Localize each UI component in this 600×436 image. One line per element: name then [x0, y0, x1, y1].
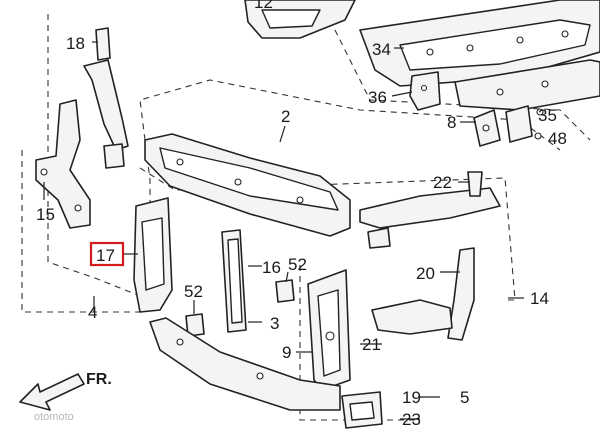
bolt-22	[467, 171, 483, 197]
label-34: 34	[372, 40, 391, 59]
label-21: 21	[362, 335, 381, 354]
label-12: 12	[254, 0, 273, 12]
label-8: 8	[447, 113, 456, 132]
label-4: 4	[88, 303, 97, 322]
stay-18-long	[83, 59, 129, 151]
frame-rail-12-inner	[261, 9, 321, 29]
upper-frame-rails	[244, 0, 600, 111]
outline-bulkhead	[139, 167, 516, 301]
label-22: 22	[433, 173, 452, 192]
label-23: 23	[402, 410, 421, 429]
clip-22-lower	[367, 227, 391, 249]
bracket-35	[505, 105, 533, 143]
part-labels: 12 18 34 36 2 8 35 48 15 22 17 16 52 20 …	[36, 0, 567, 429]
bracket-15	[35, 99, 91, 229]
frame-rail-34-lower	[454, 59, 600, 111]
label-17: 17	[96, 246, 115, 265]
bracket-18	[95, 27, 111, 61]
label-15: 15	[36, 205, 55, 224]
clip-48	[536, 108, 544, 116]
front-arrow-label: FR.	[86, 371, 112, 388]
label-3: 3	[270, 314, 279, 333]
label-19: 19	[402, 388, 421, 407]
front-arrow-icon	[19, 373, 85, 411]
label-5: 5	[460, 388, 469, 407]
bracket-36	[409, 71, 441, 111]
center-stay-16-inner	[227, 238, 243, 324]
clip-23-detail	[349, 401, 375, 421]
label-16: 16	[262, 258, 281, 277]
highlight-box-17	[89, 241, 125, 267]
front-direction-indicator: FR.	[19, 371, 112, 411]
leader-lines	[43, 41, 524, 420]
label-52-upper: 52	[288, 255, 307, 274]
stay-18-foot	[103, 143, 125, 169]
label-20: 20	[416, 264, 435, 283]
outline-side-frame	[329, 19, 591, 141]
label-36: 36	[368, 88, 387, 107]
bolt-52-upper	[275, 279, 295, 303]
cross-member-2-top	[159, 147, 339, 211]
bolt-52-lower	[185, 313, 205, 337]
frame-rail-34-inner	[399, 19, 591, 71]
label-18: 18	[66, 34, 85, 53]
label-35: 35	[538, 106, 557, 125]
bracket-21	[371, 299, 453, 335]
side-pillar-20	[447, 247, 475, 341]
side-plate-17-inner	[141, 217, 165, 291]
lower-cross-member-5	[149, 317, 341, 411]
watermark: otomoto	[34, 411, 74, 423]
label-14: 14	[530, 289, 549, 308]
label-2: 2	[281, 107, 290, 126]
side-bracket-22	[359, 187, 501, 229]
label-9: 9	[282, 343, 291, 362]
label-48: 48	[548, 129, 567, 148]
label-52-lower: 52	[184, 282, 203, 301]
